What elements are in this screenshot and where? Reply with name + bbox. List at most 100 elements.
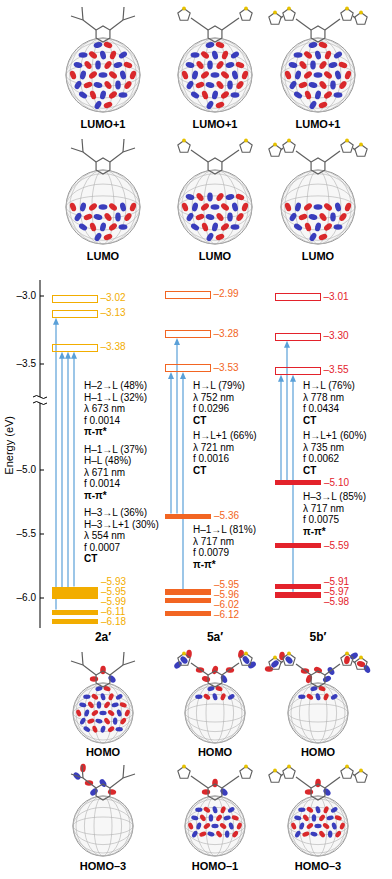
orbital-lobe [83, 81, 93, 89]
transition-note: f 0.0079 [193, 547, 229, 559]
side-arm [325, 664, 340, 675]
orbital-lobe [344, 70, 352, 80]
cage-bond [196, 683, 233, 743]
cage-bond [80, 38, 126, 112]
orbital-lobe [293, 222, 303, 231]
energy-axis [40, 403, 41, 628]
sulfur-atom [182, 765, 186, 769]
virtual-level-bar: –3.01 [275, 293, 321, 301]
benzene-ring [96, 671, 110, 687]
energy-value: –5.98 [324, 597, 349, 607]
orbital-lobe [207, 831, 215, 837]
cage-bond [182, 170, 249, 244]
cage-bond [84, 683, 121, 743]
orbital-lobe [330, 806, 338, 814]
virtual-level-bar: –3.53 [165, 364, 211, 372]
orbital-label: HOMO–3 [295, 860, 341, 873]
orbital-lobe [228, 822, 234, 830]
side-arm [325, 151, 340, 162]
energy-value: –5.59 [324, 541, 349, 551]
orbital-lobe [215, 814, 223, 822]
side-arm [110, 774, 135, 788]
side-arm [71, 148, 96, 162]
orbital-lobe [119, 92, 128, 98]
orbital-lobe [200, 50, 210, 60]
orbital-lobe [323, 222, 333, 232]
orbital-lobe [107, 725, 115, 733]
orbital-lobe [211, 90, 219, 100]
virtual-level-bar: –3.30 [275, 333, 321, 341]
occupied-level-bar: –5.59 [275, 543, 321, 548]
sulfur-atom [287, 139, 291, 143]
cage-bond [309, 683, 327, 743]
energy-value: –6.11 [101, 607, 125, 617]
transition-note: H–3→L (85%) [303, 491, 366, 503]
molecule-orbital-plot [66, 7, 140, 112]
sulfur-atom [345, 765, 349, 769]
side-arm [191, 18, 208, 30]
tick-label: –5.0 [17, 464, 36, 476]
orbital-lobe [211, 72, 220, 78]
orbital-lobe [279, 652, 285, 661]
orbital-lobe [109, 50, 117, 60]
orbital-lobe [90, 676, 98, 682]
orbital-lobe [185, 80, 194, 90]
energy-axis [40, 280, 41, 397]
sulfur-atom [345, 139, 349, 143]
cage-bond [291, 796, 345, 856]
transition-note: f 0.0296 [193, 403, 229, 415]
cage-bond [76, 683, 130, 743]
orbital-lobe [323, 70, 333, 80]
orbital-lobe [115, 213, 121, 222]
orbital-lobe [73, 61, 83, 69]
arrow-head [71, 352, 77, 359]
molecule-label: 5b′ [310, 631, 327, 645]
transition-note: H→L (76%) [303, 380, 355, 392]
transition-note: H–L (48%) [84, 455, 131, 467]
orbital-lobe [185, 193, 195, 201]
cage-bond [84, 796, 121, 856]
virtual-level-bar: –3.55 [275, 367, 321, 375]
orbital-lobe [111, 702, 119, 708]
cage-bond [291, 683, 345, 743]
orbital-lobe [290, 822, 297, 830]
side-arm [123, 139, 124, 152]
orbital-lobe [107, 674, 117, 684]
orbital-lobe [221, 50, 229, 60]
transition-note: f 0.0434 [303, 403, 339, 415]
orbital-lobe [303, 70, 313, 80]
orbital-lobe [334, 202, 342, 212]
side-arm [82, 139, 83, 152]
orbital-lobe [231, 92, 240, 98]
orbital-lobe [108, 202, 118, 212]
fullerene-cage [281, 170, 355, 244]
molecule-orbital-plot [178, 7, 252, 112]
orbital-lobe [315, 779, 321, 788]
orbital-lobe [118, 50, 128, 59]
orbital-lobe [115, 693, 123, 701]
side-arm [325, 777, 340, 788]
orbital-lobe [103, 41, 113, 49]
cage-bond [192, 170, 238, 244]
orbital-lobe [190, 222, 200, 231]
orbital-lobe [314, 90, 322, 100]
side-arm [191, 776, 208, 788]
orbital-lobe [330, 81, 336, 90]
orbital-lobe [209, 814, 214, 821]
orbital-lobe [203, 693, 211, 701]
sulfur-atom [273, 769, 277, 773]
orbital-lobe [323, 693, 330, 701]
energy-value: –3.30 [324, 331, 349, 341]
orbital-lobe [212, 693, 218, 701]
cage-bond [70, 38, 137, 112]
side-arm [110, 148, 135, 162]
transition-note: π-π* [193, 559, 216, 571]
arrow-line [67, 358, 68, 589]
orbital-lobe [123, 61, 133, 69]
transition-note: π-π* [84, 490, 107, 502]
orbital-lobe [315, 693, 321, 701]
orbital-lobe [69, 202, 77, 212]
orbital-label: LUMO+1 [296, 118, 341, 131]
orbital-lobe [338, 61, 348, 69]
orbital-lobe [95, 61, 101, 70]
